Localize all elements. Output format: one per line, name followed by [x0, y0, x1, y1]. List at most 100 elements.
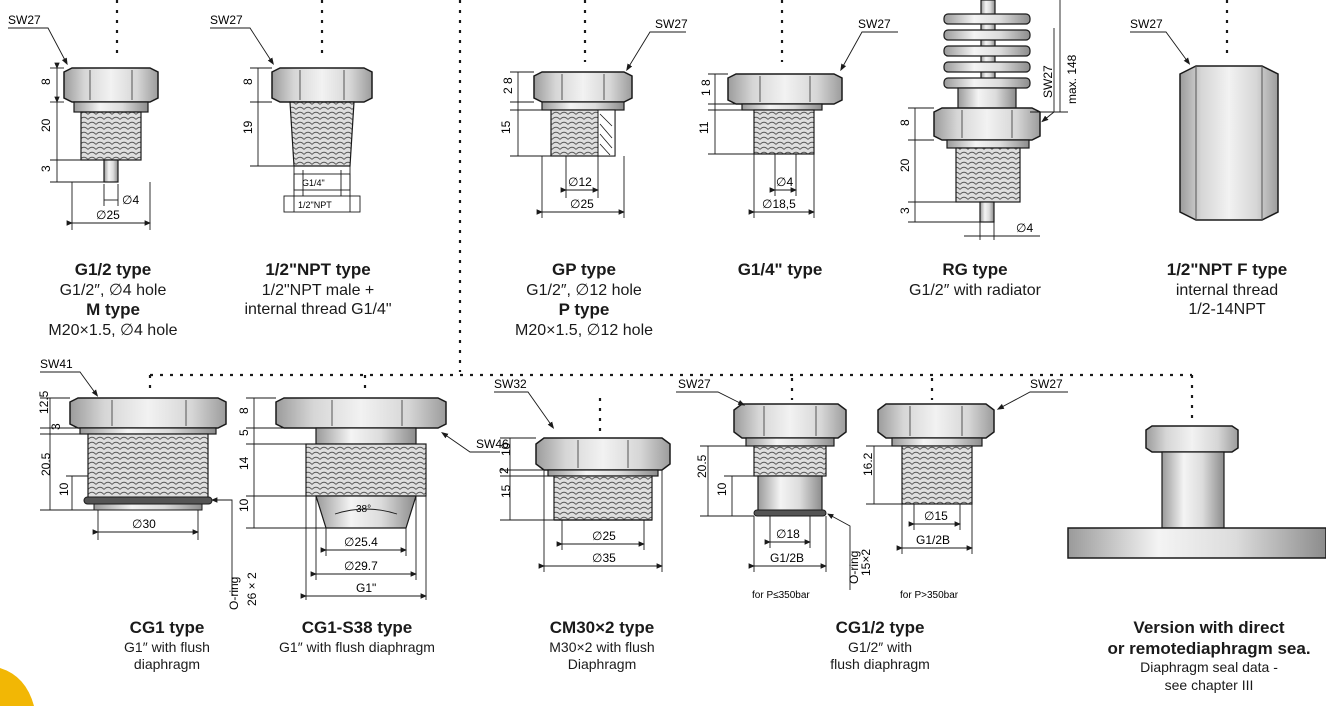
cg1s38-dim-5: 5: [237, 429, 251, 436]
caption-cm30-title: CM30×2 type: [549, 618, 655, 637]
cg12-oring-label: O-ring: [847, 551, 861, 584]
cg12-thread-left: G1/2B: [770, 551, 804, 565]
caption-g12-line2: M20×1.5, ∅4 hole: [48, 321, 178, 339]
cg12-fitting: SW27 SW27 20.5 10 ∅18 G1/2B O-ring 15×2 …: [676, 377, 1068, 601]
gp-dim-15: 15: [499, 120, 513, 134]
cg1-fitting: SW41 12.5 3 20.5 10 ∅30 O-ring 26 × 2: [37, 357, 259, 610]
cg1s38-dim-8: 8: [237, 407, 251, 414]
cg12-oring-size: 15×2: [859, 549, 873, 576]
cg12-dim-16-2: 16.2: [861, 452, 875, 476]
caption-npt-desc: 1/2"NPT male + internal thread G1/4": [244, 281, 392, 319]
caption-g12-line1: G1/2″, ∅4 hole: [59, 281, 167, 299]
caption-cg1s38-desc: G1″ with flush diaphragm: [279, 638, 435, 655]
nptf-sw-label: SW27: [1130, 17, 1163, 31]
caption-cg12: CG1/2 type G1/2″ with flush diaphragm: [790, 618, 970, 673]
caption-npt: 1/2"NPT type 1/2"NPT male + internal thr…: [218, 260, 418, 320]
cg12-sw-right: SW27: [1030, 377, 1063, 391]
caption-nptf: 1/2"NPT F type internal thread 1/2-14NPT: [1132, 260, 1322, 320]
gp-fitting: SW27 2 8 15 ∅12 ∅25: [499, 17, 688, 218]
g12-od-dim: ∅25: [96, 208, 120, 222]
cg1-sw-label: SW41: [40, 357, 73, 371]
cg12-note-low: for P≤350bar: [752, 590, 810, 601]
cg1s38-thread: G1": [356, 581, 376, 595]
cg1s38-fitting: 8 5 14 10 38° ∅25.4 ∅29.7 G1" SW46: [237, 397, 509, 600]
g14-dim-1-8: 1 8: [699, 79, 713, 96]
caption-gp-title2: P type: [558, 300, 610, 320]
caption-gp-title: GP type: [552, 260, 616, 279]
rg-hole-dim: ∅4: [1016, 221, 1033, 235]
cm30-dim-15: 15: [499, 484, 513, 498]
cg1-dim-20-5: 20.5: [39, 452, 53, 476]
gp-od-dim: ∅25: [570, 197, 594, 211]
rg-fitting: SW27 max. 148 8 20 3 ∅4: [898, 0, 1079, 240]
npt-dim-19: 19: [241, 120, 255, 134]
section-dividers: [115, 0, 1229, 432]
cm30-dia-25: ∅25: [592, 529, 616, 543]
caption-gp-line2: M20×1.5, ∅12 hole: [514, 321, 654, 339]
cg12-note-high: for P>350bar: [900, 590, 959, 601]
caption-nptf-title: 1/2"NPT F type: [1166, 260, 1288, 279]
g14-sw-label: SW27: [858, 17, 891, 31]
cg1-dim-10: 10: [57, 482, 71, 496]
caption-g14-title: G1/4" type: [737, 260, 823, 279]
caption-gp-line1: G1/2″, ∅12 hole: [526, 281, 642, 299]
g12-dim-3: 3: [39, 165, 53, 172]
gp-dim-2-8: 2 8: [501, 77, 515, 94]
g12-dim-8: 8: [39, 78, 53, 85]
caption-cg1: CG1 type G1″ with flush diaphragm: [82, 618, 252, 673]
caption-gp: GP type G1/2″, ∅12 hole P type M20×1.5, …: [486, 260, 682, 341]
caption-npt-title: 1/2"NPT type: [265, 260, 371, 279]
rg-dim-8: 8: [898, 119, 912, 126]
nptf-fitting: SW27: [1130, 17, 1279, 221]
caption-nptf-desc: internal thread 1/2-14NPT: [1175, 281, 1279, 319]
cm30-dia-35: ∅35: [592, 551, 616, 565]
cg12-dim-20-5: 20.5: [695, 454, 709, 478]
caption-rg: RG type G1/2″ with radiator: [880, 260, 1070, 300]
cm30-fitting: SW32 10 2 15 ∅25 ∅35: [494, 377, 671, 572]
caption-rg-desc: G1/2″ with radiator: [909, 281, 1041, 299]
cg12-dia-18: ∅18: [776, 527, 800, 541]
rg-dim-20: 20: [898, 158, 912, 172]
cg1-dim-3: 3: [49, 423, 63, 430]
caption-cg12-desc: G1/2″ with flush diaphragm: [830, 638, 930, 672]
caption-cm30-desc: M30×2 with flush Diaphragm: [549, 638, 655, 672]
g12-fitting: SW27 8 20 3 ∅4 ∅25: [8, 13, 159, 230]
caption-version: Version with direct or remotediaphragm s…: [1094, 618, 1324, 694]
caption-version-desc: Diaphragm seal data - see chapter III: [1140, 659, 1278, 693]
cg1-oring-label: O-ring: [227, 577, 241, 610]
g14-od-dim: ∅18,5: [762, 197, 796, 211]
caption-g14: G1/4" type: [710, 260, 850, 281]
g14-fitting: SW27 1 8 11 ∅4 ∅18,5: [697, 17, 898, 218]
rg-sw-label: SW27: [1041, 65, 1055, 98]
g12-hole-dim: ∅4: [122, 193, 139, 207]
npt-thread-npt: 1/2"NPT: [298, 200, 332, 210]
cg12-sw-left: SW27: [678, 377, 711, 391]
cg1-od-dim: ∅30: [132, 517, 156, 531]
cm30-dim-10: 10: [499, 442, 513, 456]
npt-dim-8: 8: [241, 78, 255, 85]
cg1-dim-12-5: 12.5: [37, 390, 51, 414]
diaphragm-seal-fitting: [1067, 425, 1326, 559]
caption-cm30: CM30×2 type M30×2 with flush Diaphragm: [512, 618, 692, 673]
npt-fitting: SW27 8 19 G1/4" 1/2"NPT: [210, 13, 373, 213]
caption-cg1-desc: G1″ with flush diaphragm: [124, 638, 210, 672]
caption-g12-title: G1/2 type: [74, 260, 152, 279]
cm30-dim-2: 2: [497, 467, 511, 474]
gp-hole-dim: ∅12: [568, 175, 592, 189]
g12-dim-20: 20: [39, 118, 53, 132]
cg1s38-angle: 38°: [356, 504, 371, 515]
caption-cg1s38-title: CG1-S38 type: [301, 618, 413, 637]
npt-sw-label: SW27: [210, 13, 243, 27]
caption-version-title: Version with direct or remotediaphragm s…: [1107, 618, 1311, 658]
cg1s38-dim-14: 14: [237, 456, 251, 470]
caption-cg1s38: CG1-S38 type G1″ with flush diaphragm: [252, 618, 462, 656]
g12-sw-label: SW27: [8, 13, 41, 27]
cg12-dim-10: 10: [715, 482, 729, 496]
cg12-thread-right: G1/2B: [916, 533, 950, 547]
cg1s38-dia-25-4: ∅25.4: [344, 535, 378, 549]
cg12-dia-15: ∅15: [924, 509, 948, 523]
gp-sw-label: SW27: [655, 17, 688, 31]
rg-dim-3: 3: [898, 207, 912, 214]
caption-g12: G1/2 type G1/2″, ∅4 hole M type M20×1.5,…: [18, 260, 208, 341]
